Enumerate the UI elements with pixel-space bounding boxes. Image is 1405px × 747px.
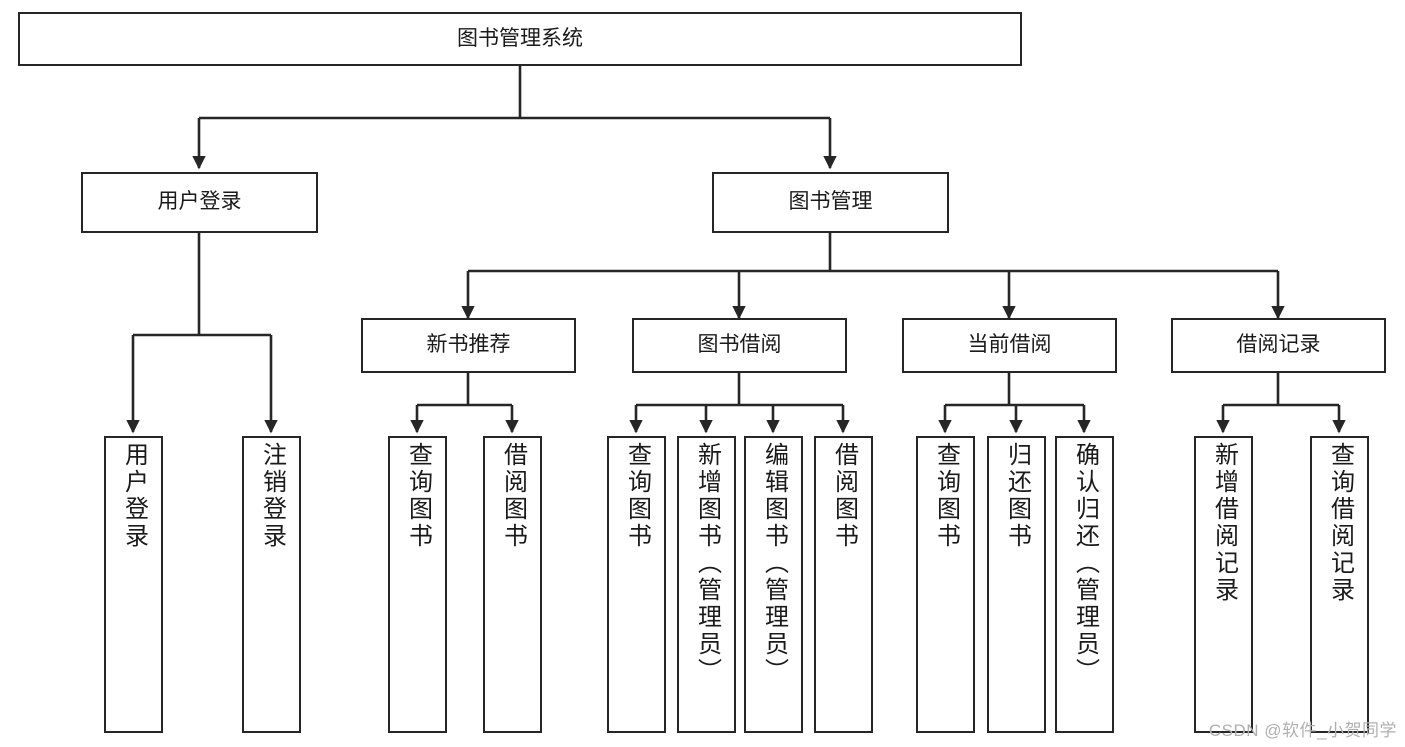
node-leaf-query-record-label: 查询借阅记录	[1326, 442, 1354, 604]
node-leaf-edit-book[interactable]: 编辑图书（管理员）	[744, 436, 803, 733]
node-leaf-borrow-book-2-label: 借阅图书	[830, 442, 858, 550]
node-leaf-return-book-label: 归还图书	[1003, 442, 1031, 550]
node-book-manage-label: 图书管理	[788, 190, 873, 214]
node-book-manage[interactable]: 图书管理	[712, 172, 949, 233]
node-leaf-user-login[interactable]: 用户登录	[104, 436, 163, 733]
node-leaf-borrow-book-1-label: 借阅图书	[499, 442, 527, 550]
node-leaf-query-book-2-label: 查询图书	[623, 442, 651, 550]
node-current-borrow-label: 当前借阅	[967, 333, 1052, 357]
node-leaf-logout-label: 注销登录	[258, 442, 286, 550]
node-book-borrow[interactable]: 图书借阅	[632, 318, 847, 373]
node-leaf-query-book-3[interactable]: 查询图书	[916, 436, 975, 733]
node-leaf-query-book-3-label: 查询图书	[932, 442, 960, 550]
node-user-login[interactable]: 用户登录	[81, 172, 318, 233]
node-leaf-confirm-return-label: 确认归还（管理员）	[1071, 442, 1099, 685]
node-leaf-query-book-1[interactable]: 查询图书	[388, 436, 447, 733]
node-leaf-borrow-book-1[interactable]: 借阅图书	[483, 436, 542, 733]
node-leaf-confirm-return[interactable]: 确认归还（管理员）	[1055, 436, 1114, 733]
node-root[interactable]: 图书管理系统	[18, 12, 1022, 66]
csdn-watermark: CSDN @软件_小贺同学	[1208, 721, 1397, 740]
node-leaf-add-record[interactable]: 新增借阅记录	[1194, 436, 1253, 733]
node-leaf-query-book-1-label: 查询图书	[404, 442, 432, 550]
node-borrow-record[interactable]: 借阅记录	[1171, 318, 1386, 373]
node-leaf-add-book-label: 新增图书（管理员）	[693, 442, 721, 685]
node-leaf-query-record[interactable]: 查询借阅记录	[1310, 436, 1369, 733]
node-book-borrow-label: 图书借阅	[697, 333, 782, 357]
node-leaf-logout[interactable]: 注销登录	[242, 436, 301, 733]
node-leaf-user-login-label: 用户登录	[120, 442, 148, 550]
node-leaf-edit-book-label: 编辑图书（管理员）	[760, 442, 788, 685]
node-current-borrow[interactable]: 当前借阅	[902, 318, 1117, 373]
node-leaf-add-book[interactable]: 新增图书（管理员）	[677, 436, 736, 733]
node-leaf-query-book-2[interactable]: 查询图书	[607, 436, 666, 733]
node-root-label: 图书管理系统	[457, 26, 583, 50]
node-borrow-record-label: 借阅记录	[1236, 333, 1321, 357]
node-leaf-return-book[interactable]: 归还图书	[987, 436, 1046, 733]
node-user-login-label: 用户登录	[157, 190, 242, 214]
node-leaf-add-record-label: 新增借阅记录	[1210, 442, 1238, 604]
node-new-book-rec-label: 新书推荐	[426, 333, 511, 357]
node-leaf-borrow-book-2[interactable]: 借阅图书	[814, 436, 873, 733]
node-new-book-rec[interactable]: 新书推荐	[361, 318, 576, 373]
